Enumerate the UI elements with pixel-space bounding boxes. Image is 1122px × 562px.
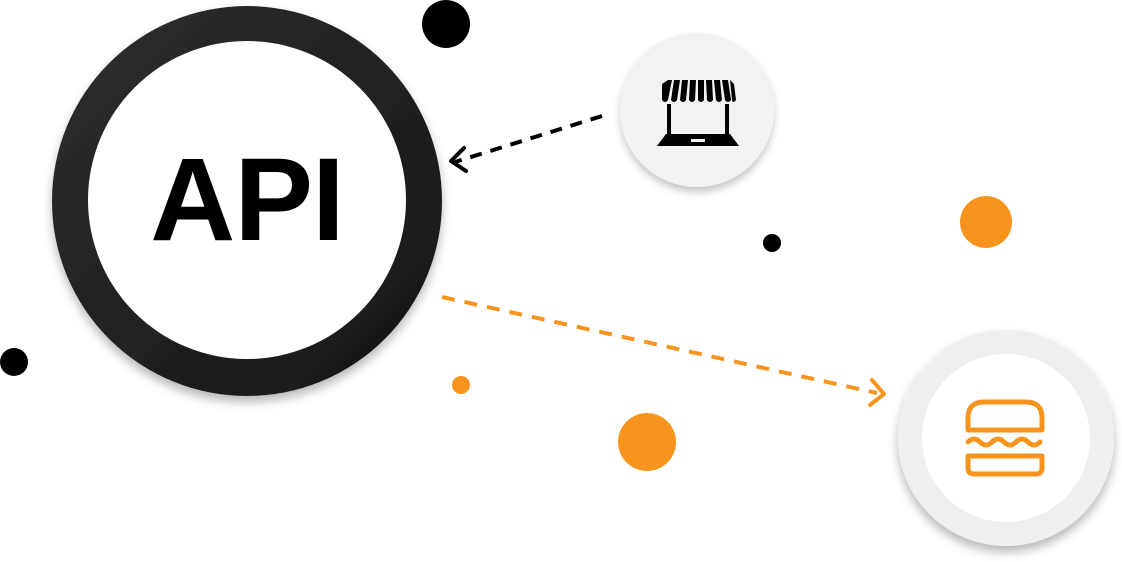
laptop-storefront-icon bbox=[657, 80, 739, 146]
decorative-dot bbox=[0, 348, 28, 376]
arrowhead-right-icon bbox=[868, 378, 886, 407]
burger-icon bbox=[965, 399, 1045, 477]
decorative-dot-accent bbox=[618, 413, 676, 471]
store-node bbox=[620, 33, 774, 187]
api-label: API bbox=[150, 134, 345, 266]
decorative-dot-accent bbox=[960, 196, 1012, 248]
burger-node bbox=[898, 330, 1114, 546]
decorative-dot bbox=[422, 0, 470, 48]
store-to-api-connector bbox=[449, 114, 603, 173]
arrowhead-left-icon bbox=[449, 146, 468, 173]
api-node bbox=[52, 6, 442, 396]
decorative-dot-accent bbox=[452, 376, 470, 394]
api-to-burger-connector bbox=[441, 295, 886, 407]
decorative-dot bbox=[763, 234, 781, 252]
